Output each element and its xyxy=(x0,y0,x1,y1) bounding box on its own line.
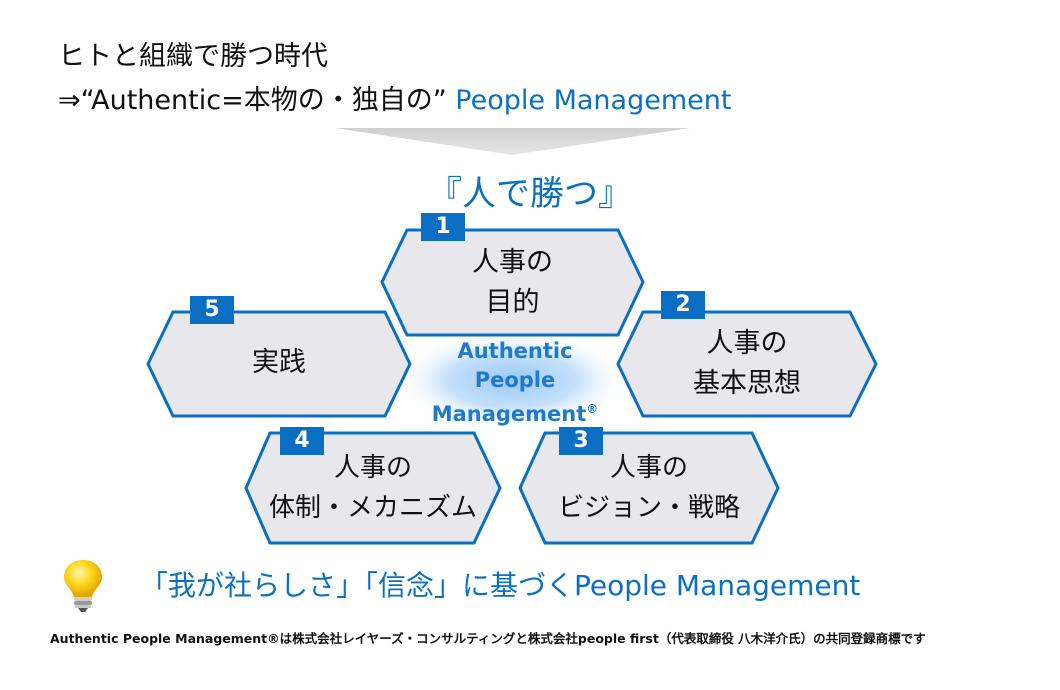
hexagon-5-label: 実践 xyxy=(148,343,410,383)
hexagon-4-line1: 人事の xyxy=(333,453,412,483)
hexagon-1-label: 人事の 目的 xyxy=(382,243,643,323)
header-line2: ⇒“Authentic=本物の・独自の” People Management xyxy=(58,78,731,117)
hexagon-2-line1: 人事の xyxy=(706,328,788,359)
hexagon-1-line2: 目的 xyxy=(485,287,540,318)
badge-3: 3 xyxy=(559,427,603,455)
center-glow xyxy=(394,330,630,430)
down-arrow-icon xyxy=(335,128,690,155)
hexagon-3-line2: ビジョン・戦略 xyxy=(557,493,740,523)
center-line2: People xyxy=(474,368,556,392)
header-line2-highlight: People Management xyxy=(455,85,732,116)
subtitle: 『人で勝つ』 xyxy=(428,174,632,214)
bottom-message: 「我が社らしさ」「信念」に基づくPeople Management xyxy=(140,569,861,602)
hexagon-1-line1: 人事の xyxy=(472,247,553,278)
hexagon-4-label: 人事の 体制・メカニズム xyxy=(246,448,500,528)
hexagon-5-line1: 実践 xyxy=(252,347,306,378)
footer-trademark-note: Authentic People Management®は株式会社レイヤーズ・コ… xyxy=(50,631,926,646)
hexagon-2-line2: 基本思想 xyxy=(693,368,801,399)
hexagon-3 xyxy=(518,431,780,545)
badge-1: 1 xyxy=(421,213,465,241)
hexagon-4-line2: 体制・メカニズム xyxy=(268,493,477,523)
header-line2-prefix: ⇒“Authentic=本物の・独自の” xyxy=(58,85,447,116)
hexagon-3-line1: 人事の xyxy=(609,453,688,483)
badge-4: 4 xyxy=(280,427,324,455)
hexagon-2-label: 人事の 基本思想 xyxy=(618,324,876,404)
hexagon-5 xyxy=(146,310,412,418)
registered-mark: ® xyxy=(586,402,599,416)
hexagon-4 xyxy=(244,431,502,545)
badge-5: 5 xyxy=(190,296,234,324)
center-line3: Management® xyxy=(410,395,620,429)
badge-2: 2 xyxy=(661,291,705,319)
center-label: Authentic People Management® xyxy=(410,337,620,429)
center-line1: Authentic xyxy=(457,339,573,363)
header-line1: ヒトと組織で勝つ時代 xyxy=(58,41,328,72)
hexagon-3-label: 人事の ビジョン・戦略 xyxy=(520,448,778,528)
center-line3-text: Management xyxy=(431,402,587,426)
lightbulb-icon xyxy=(64,560,102,612)
hexagon-1 xyxy=(380,228,645,337)
hexagon-2 xyxy=(616,310,878,418)
